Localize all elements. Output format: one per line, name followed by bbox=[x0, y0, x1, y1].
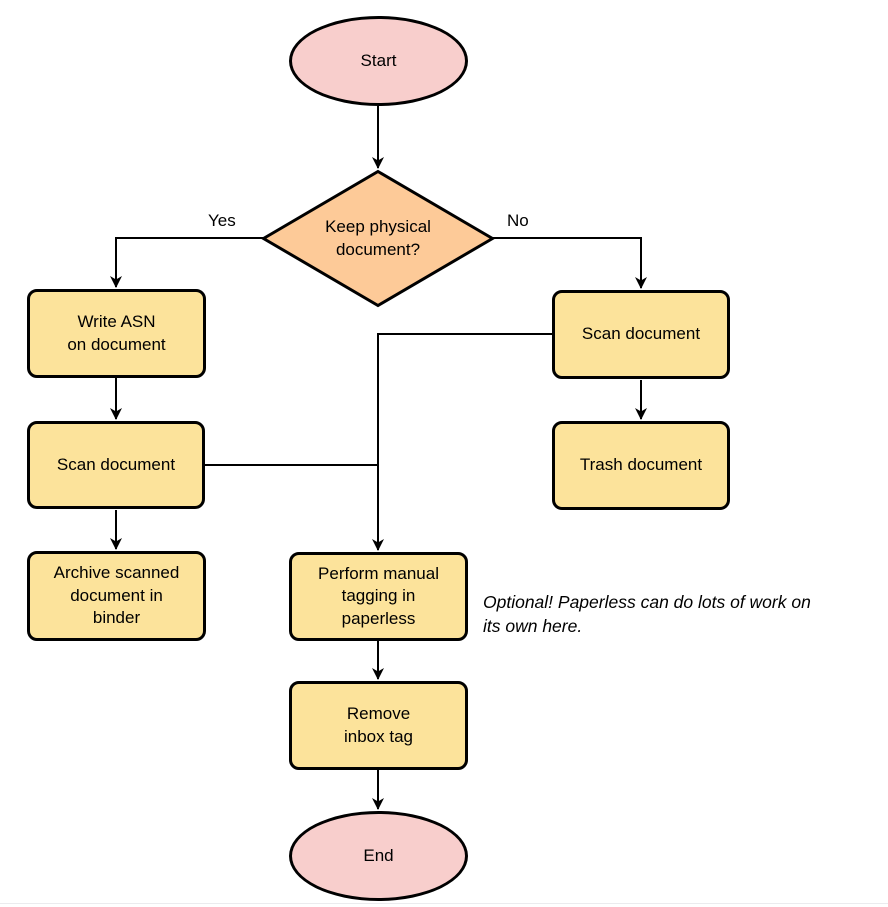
note-optional: Optional! Paperless can do lots of work … bbox=[483, 592, 811, 637]
node-trash-label: Trash document bbox=[579, 455, 703, 475]
node-write-asn-label: Write ASN on document bbox=[67, 312, 166, 354]
edge-decision-yes-to-write-asn bbox=[110, 237, 263, 288]
node-start-terminator: Start bbox=[289, 16, 468, 106]
node-tagging-label: Perform manual tagging in paperless bbox=[318, 563, 439, 628]
node-start-label: Start bbox=[360, 50, 397, 70]
node-archive-binder: Archive scanned document in binder bbox=[27, 551, 206, 641]
node-end-label: End bbox=[363, 845, 394, 865]
node-scan-left-label: Scan document bbox=[56, 454, 176, 474]
node-decision-keep-physical: Keep physical document? bbox=[261, 169, 495, 308]
node-trash-document: Trash document bbox=[552, 421, 730, 510]
node-remove-inbox-tag: Remove inbox tag bbox=[289, 681, 468, 770]
edge-label-no: No bbox=[507, 211, 529, 230]
node-decision-label: Keep physical document? bbox=[325, 217, 431, 259]
node-scan-document-left: Scan document bbox=[27, 421, 205, 509]
node-write-asn: Write ASN on document bbox=[27, 289, 206, 378]
node-archive-label: Archive scanned document in binder bbox=[53, 563, 180, 628]
node-scan-right-label: Scan document bbox=[581, 324, 701, 344]
edge-decision-no-to-scan-right bbox=[492, 237, 647, 289]
edge-label-yes: Yes bbox=[208, 211, 236, 230]
diamond-shape bbox=[261, 169, 495, 308]
node-remove-inbox-label: Remove inbox tag bbox=[344, 704, 413, 746]
node-scan-document-right: Scan document bbox=[552, 290, 730, 379]
edge-scan-right-to-tagging bbox=[372, 333, 552, 551]
node-end-terminator: End bbox=[289, 811, 468, 901]
node-manual-tagging: Perform manual tagging in paperless bbox=[289, 552, 468, 641]
page-bottom-divider bbox=[0, 903, 888, 904]
